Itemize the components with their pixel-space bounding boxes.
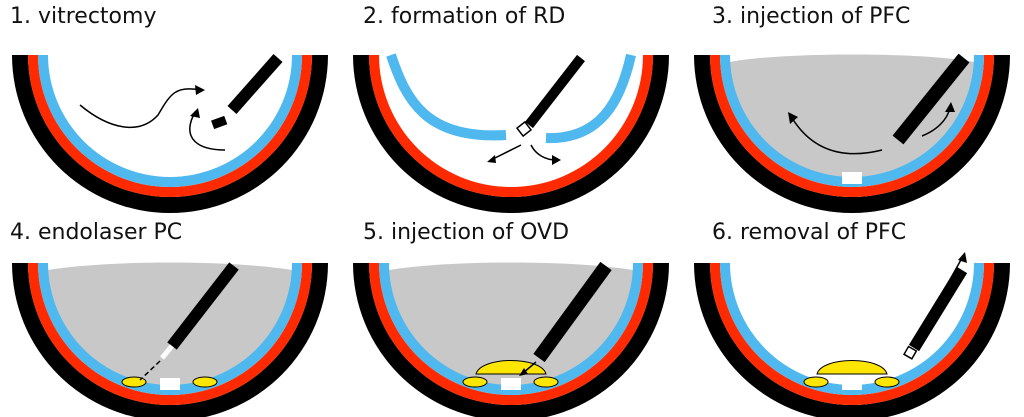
- instrument-shaft: [892, 53, 970, 145]
- arrow-head: [945, 102, 955, 112]
- removal-of-pfc-diagram: [694, 252, 1010, 417]
- injection-of-ovd-diagram: [353, 261, 669, 417]
- panel-title: 6. removal of PFC: [712, 220, 907, 245]
- panel-injection-of-ovd: 5. injection of OVD: [341, 208, 682, 417]
- retinal-break: [160, 378, 180, 390]
- laser-beam: [139, 360, 161, 381]
- panel-removal-of-pfc: 6. removal of PFC: [682, 208, 1023, 417]
- sclera-layer: [12, 55, 328, 213]
- retinal-break: [842, 172, 862, 184]
- arrow-head: [788, 112, 798, 124]
- panel-endolaser-pc: 4. endolaser PC: [0, 208, 341, 417]
- endolaser-pc-diagram: [12, 262, 328, 417]
- arrow-head: [195, 85, 205, 95]
- retinal-break: [501, 378, 521, 390]
- panel-title: 4. endolaser PC: [10, 220, 183, 245]
- flow-arrow: [791, 117, 883, 155]
- ovd-bubble: [475, 360, 547, 375]
- instrument-shaft: [525, 54, 585, 129]
- flow-arrow: [189, 111, 226, 151]
- retinal-break: [842, 378, 862, 390]
- laser-spot: [803, 376, 829, 388]
- flow-arrow: [79, 88, 201, 129]
- panel-title: 5. injection of OVD: [363, 220, 570, 245]
- pfc-bubble: [48, 262, 292, 392]
- pfc-bubble: [389, 262, 633, 392]
- laser-spot: [192, 376, 218, 388]
- laser-probe: [167, 262, 239, 350]
- laser-spot: [533, 376, 559, 388]
- sclera-layer: [694, 55, 1010, 213]
- flow-arrow: [921, 257, 963, 331]
- panel-title: 1. vitrectomy: [10, 4, 157, 29]
- panel-injection-of-pfc: 3. injection of PFC: [682, 0, 1023, 213]
- laser-spot: [874, 376, 900, 388]
- pfc-bubble: [730, 54, 974, 184]
- arrow-head: [552, 155, 561, 165]
- laser-spot: [462, 376, 488, 388]
- injection-of-pfc-diagram: [694, 53, 1010, 213]
- formation-of-rd-diagram: [353, 53, 669, 213]
- arrow-head: [958, 252, 967, 263]
- sclera-layer: [353, 55, 669, 213]
- arrow-head: [519, 368, 528, 376]
- arrow-head: [190, 108, 200, 118]
- panel-formation-of-rd: 2. formation of RD: [341, 0, 682, 213]
- ovd-bubble: [816, 360, 888, 375]
- vitrectomy-diagram: [12, 54, 328, 213]
- panel-title: 2. formation of RD: [363, 4, 566, 29]
- laser-probe-tip: [160, 344, 174, 360]
- instrument-shaft: [533, 261, 612, 363]
- arrow-head: [487, 155, 496, 163]
- panel-vitrectomy: 1. vitrectomy: [0, 0, 341, 213]
- flow-arrow: [490, 144, 522, 161]
- instrument-shaft: [908, 266, 968, 352]
- detached-retina-right: [545, 53, 636, 144]
- detached-retina-left: [386, 53, 507, 141]
- panel-title: 3. injection of PFC: [712, 4, 911, 29]
- instrument-tip: [903, 345, 918, 360]
- instrument-tip: [515, 120, 533, 138]
- vitrector-instrument: [211, 54, 283, 130]
